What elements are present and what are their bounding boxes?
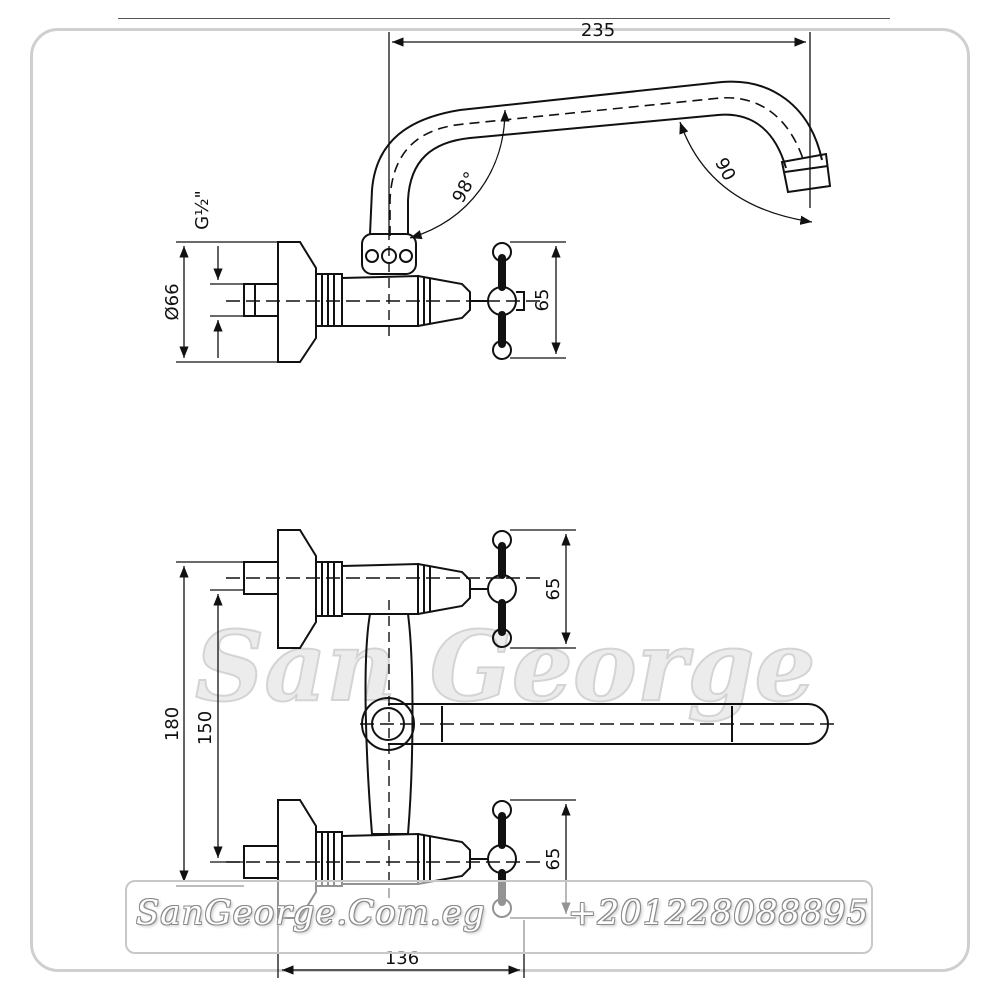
dim-spout-reach: 235 xyxy=(581,20,615,41)
contact-banner xyxy=(125,880,873,954)
side-dimensions xyxy=(176,32,813,363)
dim-handle-top: 65 xyxy=(532,289,553,312)
side-view xyxy=(226,80,832,363)
side-flange xyxy=(277,241,317,363)
side-spout-outer xyxy=(369,80,823,235)
front-upper-handle-hub xyxy=(487,574,517,604)
dim-thread: G½" xyxy=(192,190,213,230)
top-rule xyxy=(118,18,890,19)
side-handle-knob-top xyxy=(492,242,512,262)
dim-spout-angle: 98° xyxy=(448,168,482,206)
dim-handle-upper: 65 xyxy=(543,578,564,601)
front-lower-handle-hub xyxy=(487,844,517,874)
dim-inlet-spacing: 150 xyxy=(195,711,216,745)
dim-tip-angle: 90 xyxy=(710,154,739,184)
front-upper-flange xyxy=(277,529,317,649)
dim-outer-height: 180 xyxy=(162,707,183,741)
phone-text: +201228088895 xyxy=(568,893,870,933)
front-connector xyxy=(364,613,414,835)
dim-handle-lower: 65 xyxy=(543,848,564,871)
side-bonnet xyxy=(417,275,471,327)
side-handle-knob-bottom xyxy=(492,340,512,360)
website-text: SanGeorge.Com.eg xyxy=(136,893,486,933)
front-upper-body xyxy=(341,562,419,615)
front-view xyxy=(226,529,836,919)
dim-flange-diameter: Ø66 xyxy=(162,283,183,320)
front-lower-body xyxy=(341,832,419,885)
side-inlet xyxy=(243,283,279,317)
